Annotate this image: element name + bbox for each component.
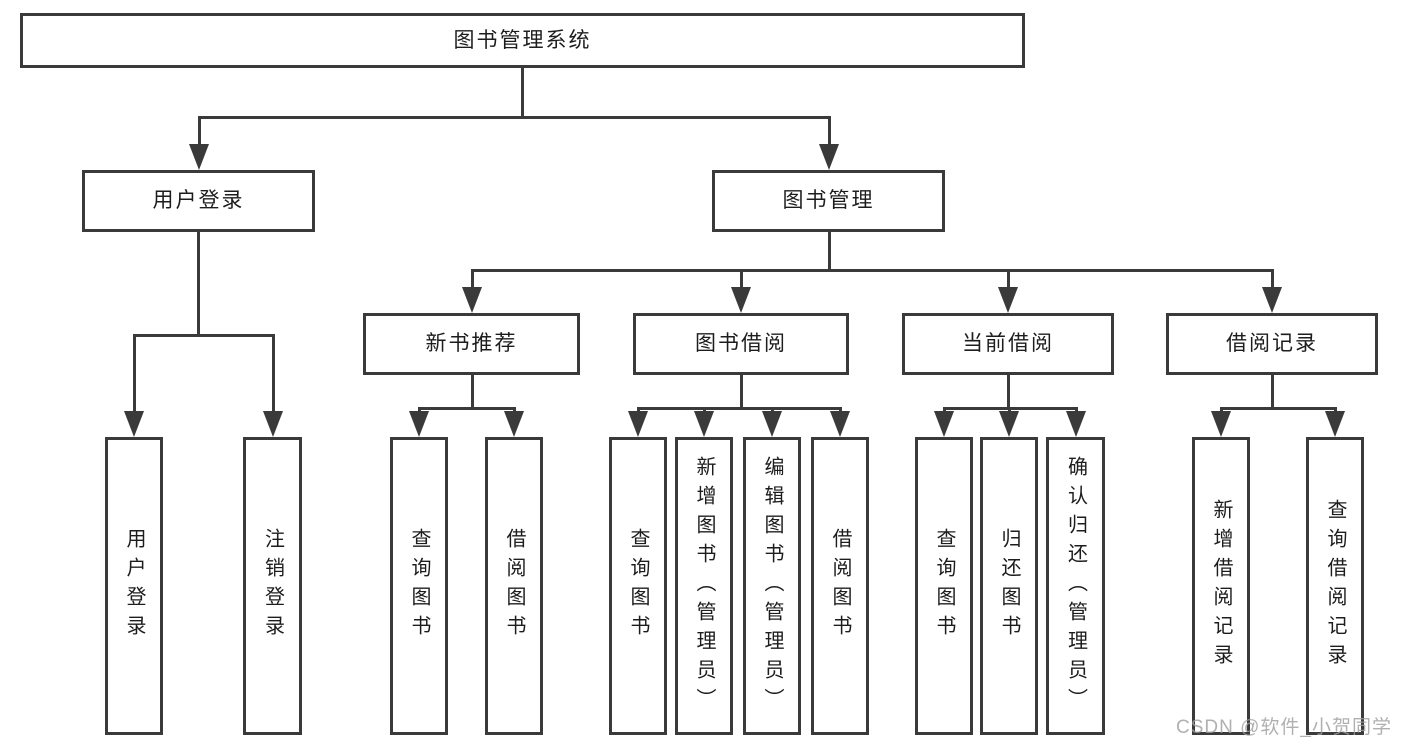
node-label: 查询图书 xyxy=(933,528,955,644)
leaf-add-borrow-record: 新增借阅记录 xyxy=(1192,437,1250,735)
arrow-down-icon xyxy=(762,411,782,437)
arrow-down-icon xyxy=(731,287,751,313)
connector-split xyxy=(132,333,275,337)
node-label: 查询图书 xyxy=(627,528,649,644)
leaf-query-books-current: 查询图书 xyxy=(915,437,973,735)
arrow-down-icon xyxy=(1262,287,1282,313)
leaf-borrow-books-recommend: 借阅图书 xyxy=(485,437,543,735)
connector-drop xyxy=(827,117,831,147)
node-label: 注销登录 xyxy=(261,528,284,644)
connector-stem xyxy=(739,375,743,409)
arrow-down-icon xyxy=(934,411,954,437)
leaf-user-login: 用户登录 xyxy=(105,437,163,735)
connector-drop xyxy=(197,117,201,147)
node-label: 图书管理 xyxy=(782,189,875,213)
arrow-down-icon xyxy=(263,411,283,437)
arrow-down-icon xyxy=(830,411,850,437)
node-borrowing-records: 借阅记录 xyxy=(1166,313,1378,375)
node-label: 确认归还（管理员） xyxy=(1064,455,1087,717)
leaf-query-borrow-record: 查询借阅记录 xyxy=(1306,437,1364,735)
connector-drop xyxy=(739,270,743,290)
node-label: 用户登录 xyxy=(123,528,145,644)
arrow-down-icon xyxy=(1211,411,1231,437)
node-label: 编辑图书（管理员） xyxy=(761,455,783,717)
leaf-borrow-books-borrowing: 借阅图书 xyxy=(811,437,869,735)
node-label: 图书借阅 xyxy=(695,332,787,356)
arrow-down-icon xyxy=(819,144,839,170)
node-new-book-recommendation: 新书推荐 xyxy=(363,313,580,375)
connector-stem xyxy=(1270,375,1274,409)
connector-split xyxy=(942,406,1078,410)
arrow-down-icon xyxy=(1325,411,1345,437)
connector-drop xyxy=(132,335,136,414)
leaf-query-books-borrowing: 查询图书 xyxy=(609,437,667,735)
node-current-borrowing: 当前借阅 xyxy=(902,313,1114,375)
leaf-edit-books-admin: 编辑图书（管理员） xyxy=(743,437,801,735)
connector-stem xyxy=(196,232,200,335)
node-label: 查询借阅记录 xyxy=(1324,499,1346,673)
node-label: 新书推荐 xyxy=(425,332,518,356)
connector-stem xyxy=(1006,375,1010,409)
connector-drop xyxy=(1006,270,1010,290)
arrow-down-icon xyxy=(1066,411,1086,437)
arrow-down-icon xyxy=(628,411,648,437)
node-label: 归还图书 xyxy=(998,528,1020,644)
arrow-down-icon xyxy=(124,411,144,437)
arrow-down-icon xyxy=(999,411,1019,437)
node-label: 借阅记录 xyxy=(1226,332,1318,356)
node-label: 用户登录 xyxy=(152,189,245,213)
connector-drop xyxy=(1270,270,1274,290)
connector-stem xyxy=(520,68,524,117)
leaf-logout: 注销登录 xyxy=(243,437,302,735)
node-book-management: 图书管理 xyxy=(712,170,945,232)
node-label: 图书管理系统 xyxy=(453,28,592,52)
arrow-down-icon xyxy=(462,287,482,313)
arrow-down-icon xyxy=(189,144,209,170)
watermark: CSDN @软件_小贺同学 xyxy=(1176,717,1392,738)
arrow-down-icon xyxy=(409,411,429,437)
leaf-return-books: 归还图书 xyxy=(980,437,1038,735)
leaf-add-books-admin: 新增图书（管理员） xyxy=(675,437,733,735)
connector-split xyxy=(636,406,842,410)
connector-split xyxy=(417,406,516,410)
leaf-confirm-return-admin: 确认归还（管理员） xyxy=(1046,437,1105,735)
node-user-login: 用户登录 xyxy=(82,170,315,232)
connector-drop xyxy=(271,335,275,414)
node-label: 新增借阅记录 xyxy=(1210,499,1232,673)
arrow-down-icon xyxy=(504,411,524,437)
node-library-management-system: 图书管理系统 xyxy=(20,13,1025,68)
connector-split xyxy=(1219,406,1337,410)
node-label: 新增图书（管理员） xyxy=(693,455,715,717)
connector-split xyxy=(197,115,831,119)
node-label: 当前借阅 xyxy=(962,332,1054,356)
leaf-query-books-recommend: 查询图书 xyxy=(390,437,448,735)
arrow-down-icon xyxy=(694,411,714,437)
node-book-borrowing: 图书借阅 xyxy=(633,313,849,375)
node-label: 借阅图书 xyxy=(503,528,525,644)
connector-split xyxy=(470,268,1274,272)
connector-stem xyxy=(827,232,831,270)
node-label: 查询图书 xyxy=(408,528,430,644)
arrow-down-icon xyxy=(998,287,1018,313)
connector-drop xyxy=(470,270,474,290)
connector-stem xyxy=(470,375,474,409)
node-label: 借阅图书 xyxy=(829,528,851,644)
